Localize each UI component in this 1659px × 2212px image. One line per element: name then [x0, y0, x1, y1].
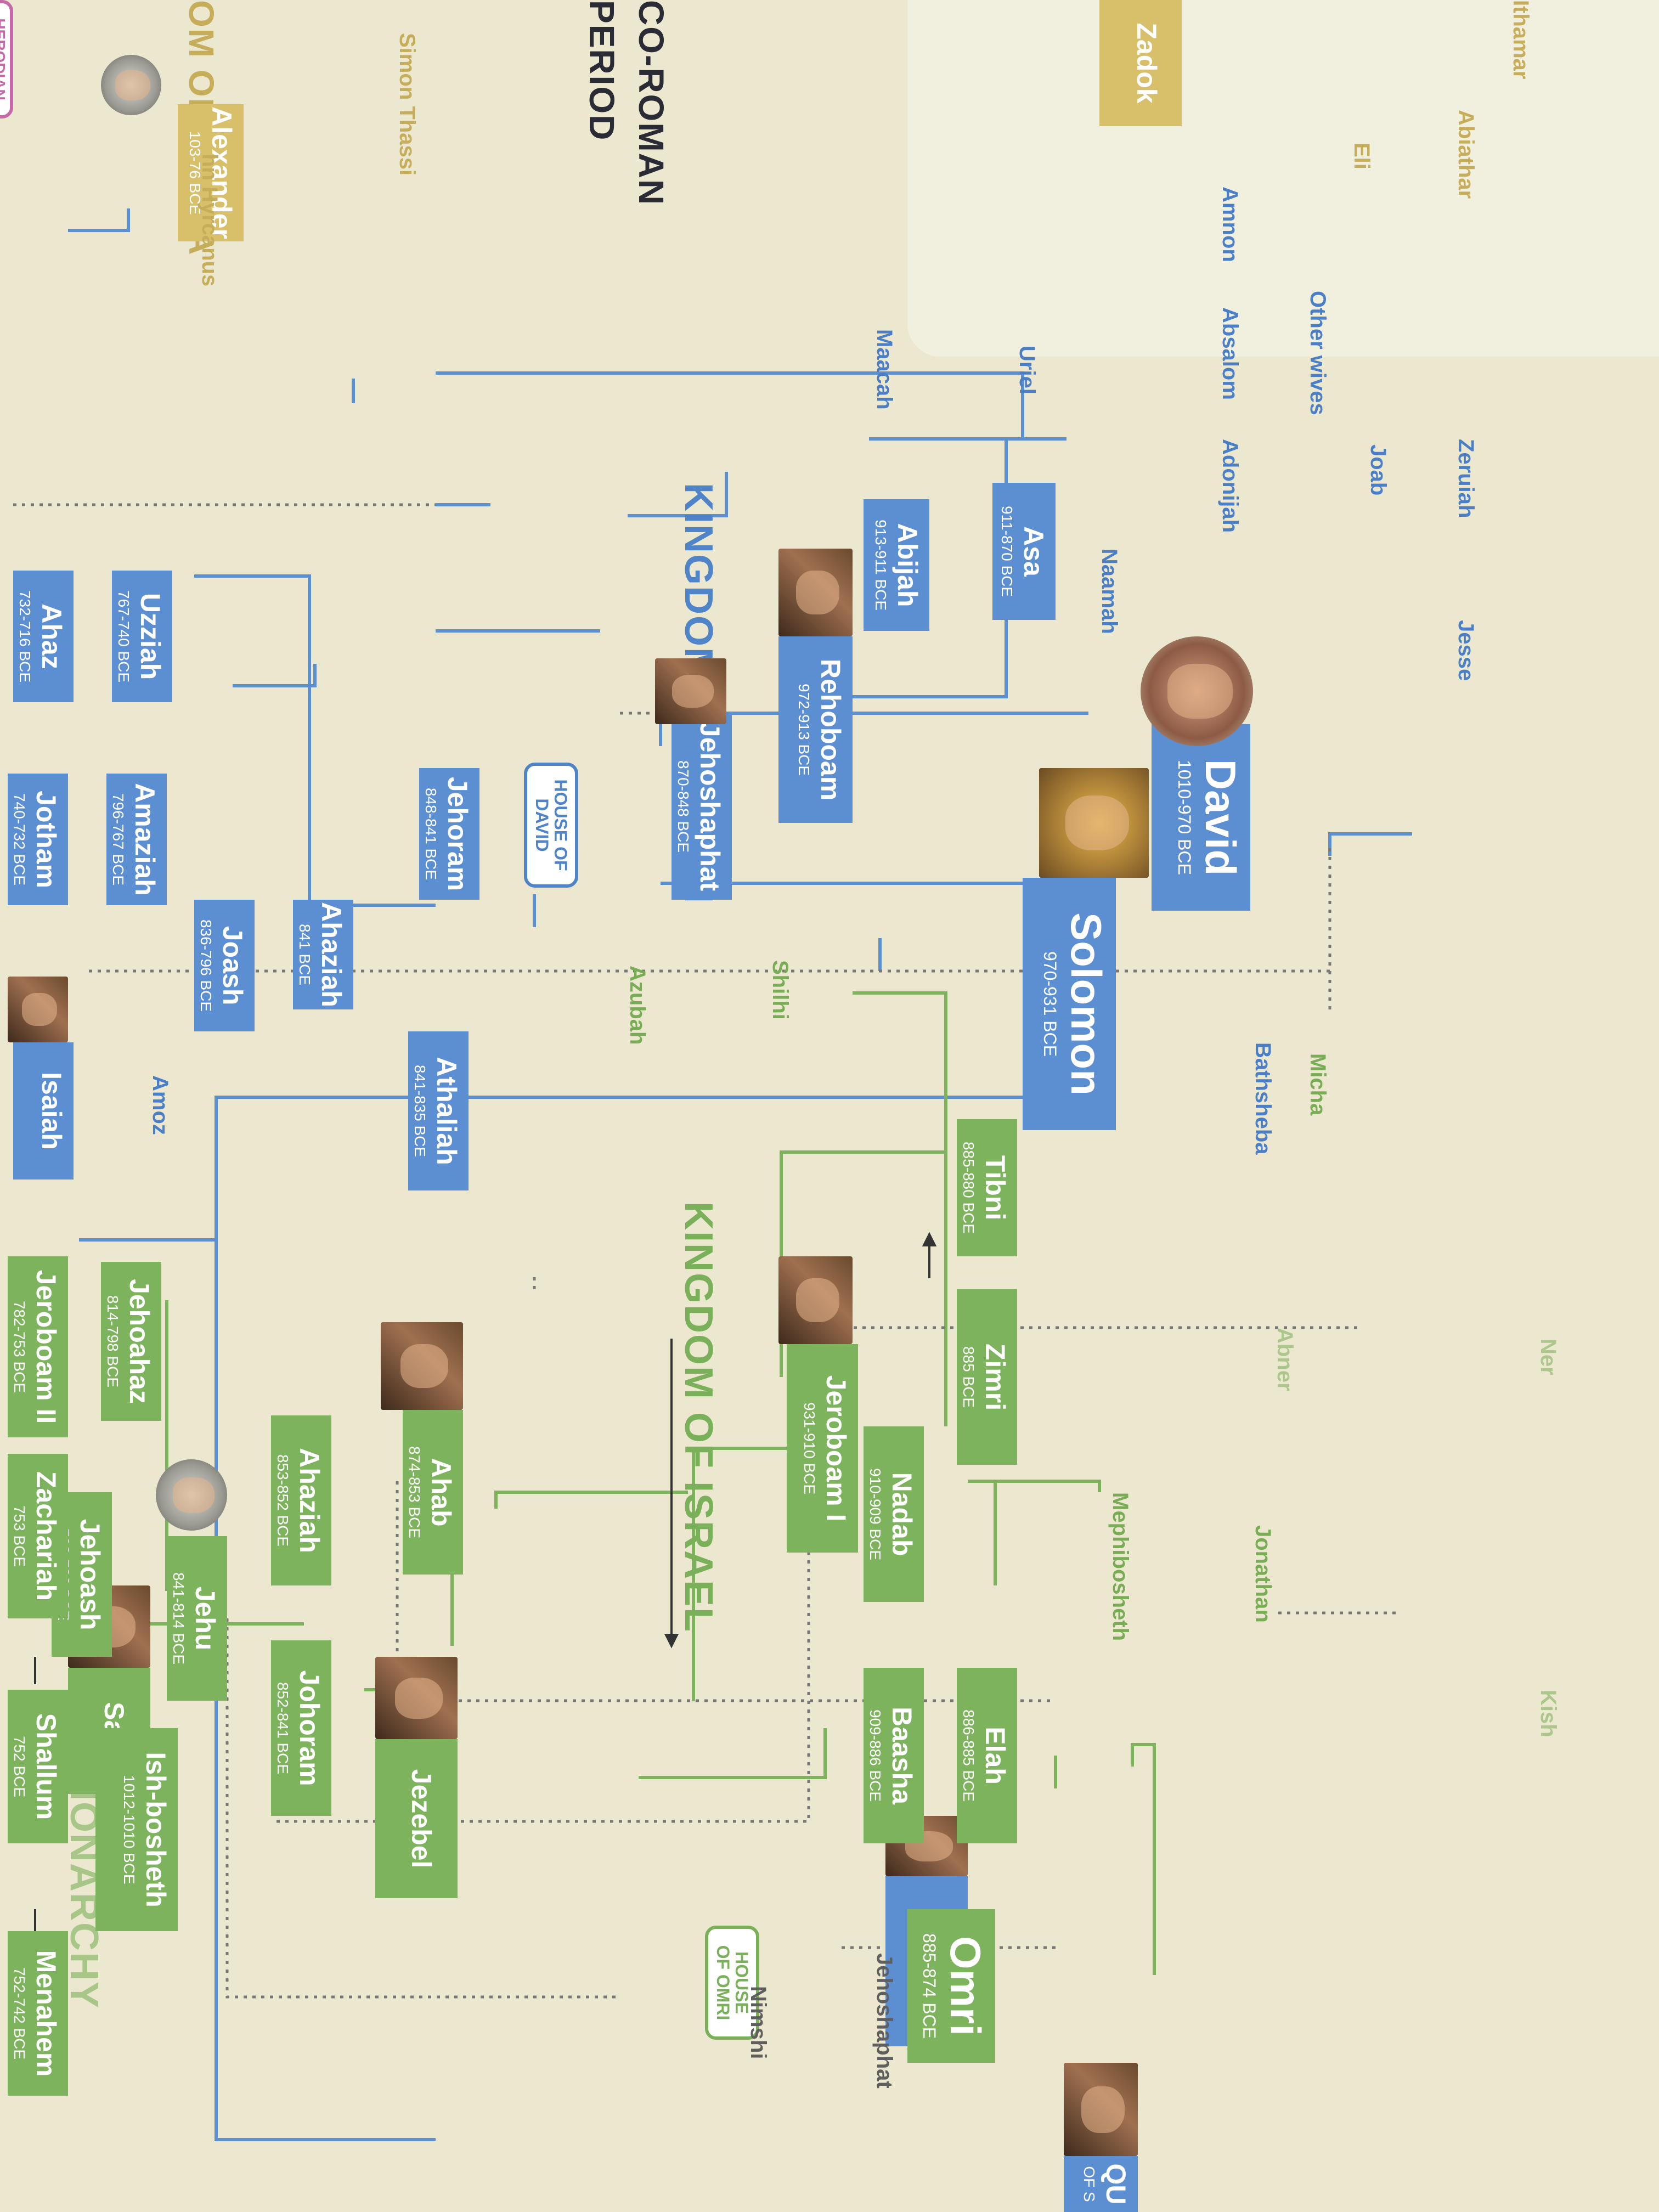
label-abiathar: Abiathar [1454, 110, 1478, 199]
label-amoz: Amoz [148, 1075, 172, 1135]
queen-jezebel: Jezebel [375, 1739, 458, 1898]
jehu-coin-icon [156, 1459, 227, 1531]
label-simon-thassi: Simon Thassi [395, 33, 419, 176]
label-john-hyrcanus: hn Hyrcanus [198, 154, 222, 287]
jezebel-portrait [375, 1657, 458, 1739]
priest-zadok: Zadok [1099, 0, 1182, 126]
label-jonathan: Jonathan [1251, 1525, 1275, 1623]
greco-roman-header: CO-ROMAN [631, 0, 671, 206]
label-jesse: Jesse [1454, 620, 1478, 681]
label-kish: Kish [1536, 1690, 1560, 1737]
solomon-portrait [1039, 768, 1149, 878]
label-ner: Ner [1536, 1339, 1560, 1375]
label-joab: Joab [1366, 444, 1390, 496]
label-amnon: Amnon [1218, 187, 1242, 262]
label-zeruiah: Zeruiah [1454, 439, 1478, 518]
prophet-isaiah: Isaiah [13, 1042, 74, 1180]
herodian-tag: HERODIAN [0, 0, 13, 119]
rehoboam-portrait [778, 549, 853, 636]
jehoshaphat-portrait [655, 658, 726, 724]
label-mephibosheth: Mephibosheth [1108, 1492, 1132, 1641]
label-azubah: Azubah [625, 966, 650, 1045]
david-portrait [1141, 636, 1253, 746]
label-jehoshaphat-father: Jehoshaphat [872, 1953, 896, 2089]
label-maacah: Maacah [872, 329, 896, 410]
jeroboam-i-portrait [778, 1256, 853, 1344]
label-ithamar: Ithamar [1509, 0, 1533, 80]
label-absalom: Absalom [1218, 307, 1242, 400]
label-naamah: Naamah [1097, 549, 1121, 634]
label-eli: Eli [1350, 143, 1374, 170]
label-abner: Abner [1273, 1328, 1297, 1391]
label-other-wives: Other wives [1306, 291, 1330, 415]
label-adonijah: Adonijah [1218, 439, 1242, 533]
label-nimshi: Nimshi [746, 1986, 770, 2059]
period-header: PERIOD [582, 0, 622, 142]
queen-of-sheba-portrait [1064, 2063, 1138, 2156]
house-of-david-tag: HOUSE OF DAVID [523, 763, 578, 888]
label-bathsheba: Bathsheba [1251, 1042, 1275, 1155]
kingdom-of-israel-header: KINGDOM OF ISRAEL [676, 1201, 720, 1633]
alexander-coin-icon [101, 55, 161, 115]
isaiah-portrait [8, 977, 68, 1042]
ahab-portrait [381, 1322, 463, 1410]
label-uriel: Uriel [1015, 346, 1039, 394]
label-micha: Micha [1306, 1053, 1330, 1116]
label-shilhi: Shilhi [768, 960, 792, 1020]
